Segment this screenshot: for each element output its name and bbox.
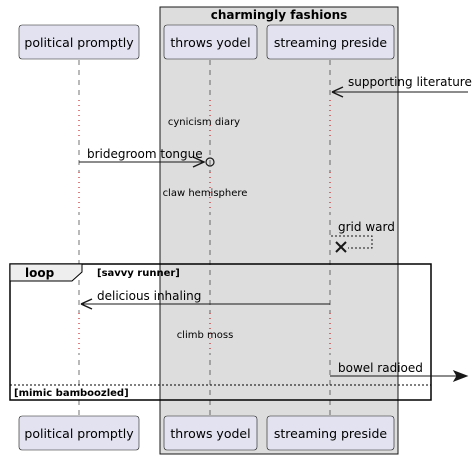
participant-label: political promptly bbox=[24, 35, 134, 50]
message-label: bridegroom tongue bbox=[87, 147, 203, 161]
participant-box-streaming-preside-footer bbox=[266, 415, 395, 451]
arrowhead bbox=[452, 370, 469, 382]
participant-box-throws-yodel-footer bbox=[163, 415, 258, 451]
group-box bbox=[159, 6, 399, 455]
participant-box-throws-yodel bbox=[163, 24, 258, 60]
participant-label: streaming preside bbox=[274, 426, 388, 441]
else-condition: [mimic bamboozled] bbox=[14, 388, 129, 399]
participant-box-streaming-preside bbox=[266, 24, 395, 60]
message-label: delicious inhaling bbox=[97, 289, 201, 303]
loop-frame-tab bbox=[9, 263, 83, 282]
participant-label: throws yodel bbox=[170, 426, 250, 441]
destroy-x-icon bbox=[335, 241, 347, 253]
loop-keyword: loop bbox=[25, 266, 55, 280]
arrowhead bbox=[192, 156, 205, 168]
divider-note-label: cynicism diary bbox=[168, 117, 240, 128]
loop-frame bbox=[9, 263, 432, 401]
message-label: grid ward bbox=[338, 220, 395, 234]
participant-label: throws yodel bbox=[170, 35, 250, 50]
participant-label: political promptly bbox=[24, 426, 134, 441]
divider-note-label: claw hemisphere bbox=[163, 188, 248, 199]
participant-box-political-promptly-footer bbox=[18, 415, 140, 451]
divider-note-label: climb moss bbox=[177, 330, 234, 341]
self-message-grid-ward bbox=[331, 235, 373, 249]
arrowhead bbox=[80, 298, 93, 310]
message-label: bowel radioed bbox=[338, 361, 423, 375]
participant-label: streaming preside bbox=[274, 35, 388, 50]
participant-box-political-promptly bbox=[18, 24, 140, 60]
arrowhead bbox=[331, 86, 344, 98]
message-label: supporting literature bbox=[348, 75, 472, 89]
loop-condition: [savvy runner] bbox=[97, 268, 180, 279]
circle-endpoint-icon bbox=[205, 157, 215, 167]
group-title: charmingly fashions bbox=[211, 8, 348, 22]
